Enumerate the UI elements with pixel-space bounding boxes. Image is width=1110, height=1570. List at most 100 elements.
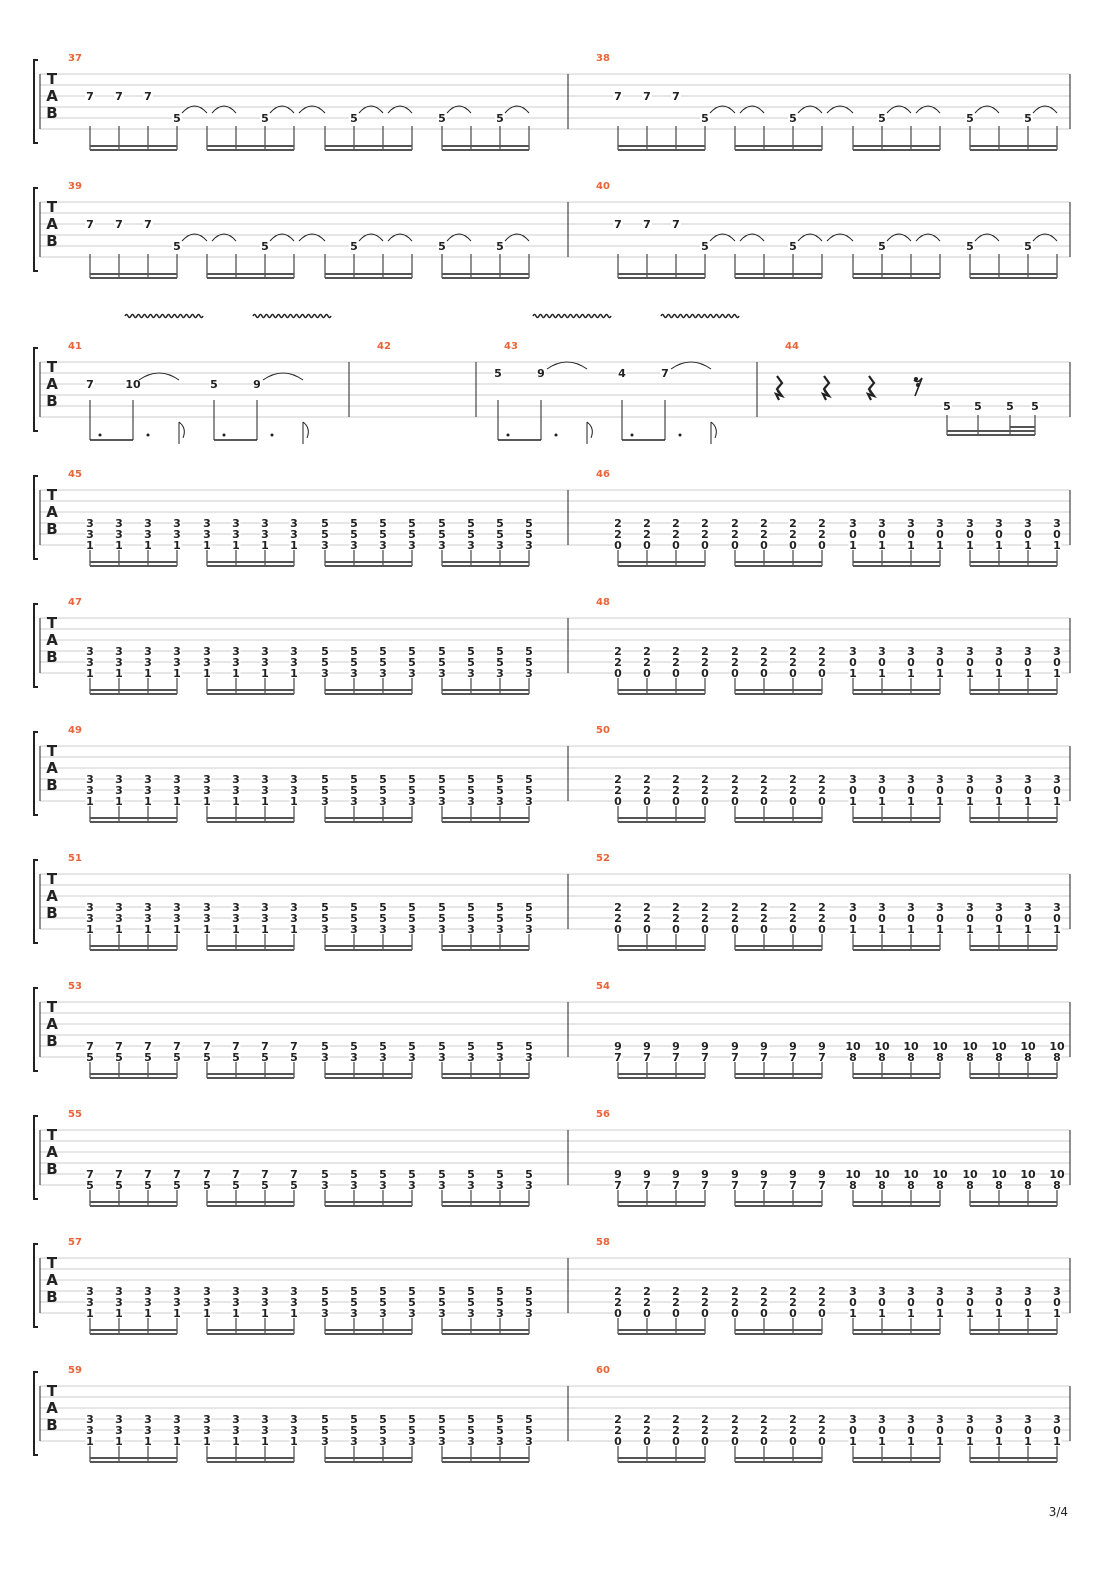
fret-number: 2 [614,645,622,658]
fret-bg [965,646,975,657]
fret-number: 5 [496,656,504,669]
fret-bg [260,1425,270,1436]
fret-bg [935,796,945,807]
fret-bg [407,518,417,529]
fret-bg [260,518,270,529]
fret-bg [906,1180,916,1191]
fret-number: 7 [203,1040,211,1053]
fret-bg [877,518,887,529]
fret-number: 0 [672,1307,680,1320]
fret-bg [231,668,241,679]
fret-number: 2 [672,1296,680,1309]
fret-number: 5 [379,1296,387,1309]
fret-number: 9 [701,1040,709,1053]
fret-number: 0 [907,912,915,925]
fret-number: 3 [261,784,269,797]
fret-bg [289,1414,299,1425]
fret-bg [788,657,798,668]
fret-number: 5 [496,912,504,925]
fret-bg [759,785,769,796]
fret-number: 2 [818,912,826,925]
fret-number: 3 [144,528,152,541]
vibrato-mark [252,313,332,319]
fret-number: 2 [614,784,622,797]
measure: 5133133133133133133133133155355355355355… [68,853,534,951]
fret-number: 5 [438,1285,446,1298]
fret-number: 3 [496,923,504,936]
fret-number: 2 [760,1296,768,1309]
fret-number: 3 [496,1051,504,1064]
fret-bg [759,668,769,679]
fret-number: 3 [525,667,533,680]
fret-bg [289,924,299,935]
fret-number: 0 [1024,656,1032,669]
fret-bg [202,668,212,679]
fret-number: 2 [789,773,797,786]
fret-number: 3 [467,1307,475,1320]
fret-number: 5 [438,912,446,925]
fret-number: 0 [701,923,709,936]
fret-number: 2 [760,1424,768,1437]
fret-number: 3 [1053,1413,1061,1426]
fret-bg [349,1414,359,1425]
tab-clef-letter: T [47,486,58,504]
fret-bg [1023,668,1033,679]
fret-number: 3 [86,901,94,914]
fret-bg [700,1308,710,1319]
fret-number: 3 [936,1285,944,1298]
fret-number: 3 [173,1413,181,1426]
fret-number: 7 [818,1179,826,1192]
fret-bg [994,785,1004,796]
fret-bg [289,1425,299,1436]
fret-number: 7 [290,1040,298,1053]
fret-bg [788,1180,798,1191]
tie-arc [1032,105,1058,114]
fret-number: 3 [115,773,123,786]
fret-bg [172,529,182,540]
fret-number: 0 [966,784,974,797]
fret-number: 3 [115,645,123,658]
fret-bg [994,529,1004,540]
fret-bg [320,796,330,807]
fret-number: 2 [614,1424,622,1437]
fret-bg [965,902,975,913]
fret-number: 0 [643,539,651,552]
fret-bg [85,91,95,102]
fret-number: 1 [1024,923,1032,936]
fret-bg [172,540,182,551]
system-bracket [33,475,38,560]
fret-number: 2 [818,517,826,530]
fret-bg [759,796,769,807]
fret-bg [671,668,681,679]
fret-number: 5 [321,1285,329,1298]
fret-number: 3 [878,645,886,658]
fret-bg [613,518,623,529]
fret-bg [906,1414,916,1425]
fret-bg [817,1308,827,1319]
fret-bg [378,1297,388,1308]
fret-number: 2 [701,517,709,530]
fret-bg [231,774,241,785]
fret-bg [817,1414,827,1425]
fret-bg [991,1041,1007,1052]
fret-number: 8 [907,1051,915,1064]
fret-number: 10 [991,1168,1007,1181]
fret-number: 5 [1031,400,1039,413]
fret-number: 1 [1053,539,1061,552]
fret-number: 3 [144,1413,152,1426]
fret-bg [817,657,827,668]
fret-number: 5 [350,773,358,786]
fret-bg [437,774,447,785]
measure: 5222022022022022022022022030130130130130… [596,853,1062,951]
fret-number: 3 [232,784,240,797]
fret-number: 9 [760,1040,768,1053]
fret-bg [817,1297,827,1308]
fret-number: 3 [966,773,974,786]
fret-bg [172,1286,182,1297]
fret-bg [1052,1297,1062,1308]
fret-number: 0 [672,1435,680,1448]
fret-number: 3 [907,901,915,914]
fret-bg [700,1436,710,1447]
